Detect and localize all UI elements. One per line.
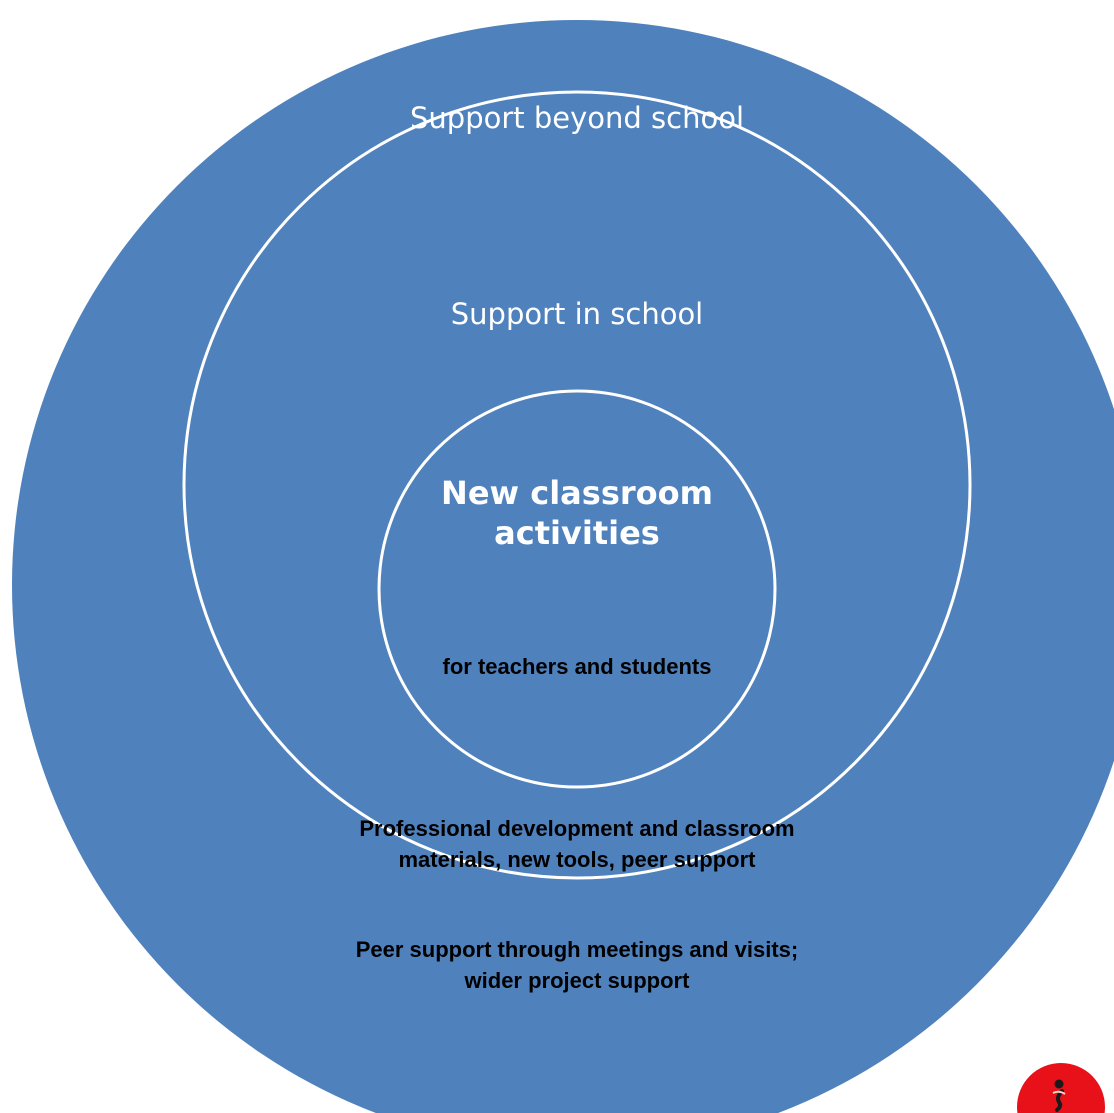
red-circle-logo-icon <box>1013 1060 1114 1113</box>
middle-ring-title: Support in school <box>450 297 704 331</box>
outer-ring-description: Peer support through meetings and visits… <box>355 937 799 993</box>
inner-circle <box>377 389 777 789</box>
outer-ring-title: Support beyond school <box>410 101 744 135</box>
middle-ring-description: Professional development and classroom m… <box>359 816 795 872</box>
core-subtitle: for teachers and students <box>442 654 712 679</box>
core-title: New classroom activities <box>441 474 713 552</box>
